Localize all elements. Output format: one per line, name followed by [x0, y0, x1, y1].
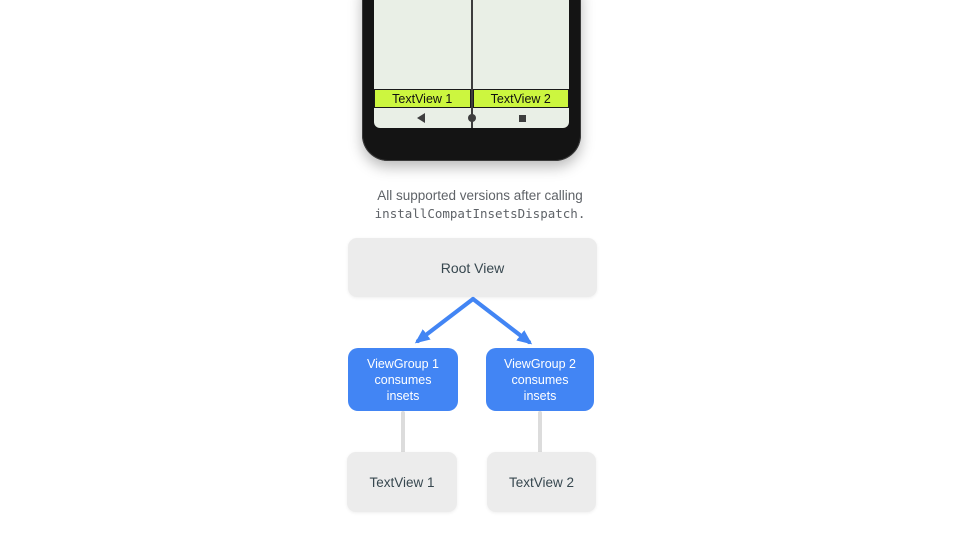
caption-line-1: All supported versions after calling [377, 188, 583, 203]
recents-icon[interactable] [519, 114, 526, 122]
connector-viewgroup-2-to-textview-2 [538, 411, 542, 455]
viewgroup-1-node: ViewGroup 1 consumes insets [348, 348, 458, 411]
screen-textview-labels: TextView 1 TextView 2 [374, 89, 569, 108]
textview-1-node: TextView 1 [347, 452, 457, 512]
phone-mockup: TextView 1 TextView 2 [362, 0, 581, 161]
viewgroup-2-label-line: ViewGroup 2 [503, 356, 577, 371]
textview-2-node: TextView 2 [487, 452, 596, 512]
screen-textview-2-label: TextView 2 [472, 89, 569, 108]
root-view-node: Root View [348, 238, 597, 297]
viewgroup-1-label-line: insets [386, 388, 420, 403]
viewgroup-2-label-line: insets [523, 388, 557, 403]
connector-viewgroup-1-to-textview-1 [401, 411, 405, 455]
phone-screen: TextView 1 TextView 2 [374, 0, 569, 128]
android-navbar [374, 108, 569, 128]
root-view-label: Root View [440, 259, 505, 276]
screen-split-divider [470, 0, 473, 128]
arrow-root-to-viewgroup-1 [414, 296, 476, 344]
viewgroup-2-node: ViewGroup 2 consumes insets [486, 348, 594, 411]
caption: All supported versions after calling ins… [0, 187, 960, 222]
back-icon[interactable] [417, 113, 425, 123]
viewgroup-2-label-line: consumes [511, 372, 569, 387]
arrow-root-to-viewgroup-2 [470, 296, 533, 345]
caption-line-2: installCompatInsetsDispatch. [374, 206, 586, 221]
textview-1-label: TextView 1 [369, 474, 435, 490]
home-icon[interactable] [468, 114, 476, 122]
screen-textview-1-label: TextView 1 [374, 89, 471, 108]
viewgroup-1-label-line: ViewGroup 1 [366, 356, 440, 371]
viewgroup-1-label-line: consumes [374, 372, 432, 387]
textview-2-label: TextView 2 [508, 474, 575, 490]
